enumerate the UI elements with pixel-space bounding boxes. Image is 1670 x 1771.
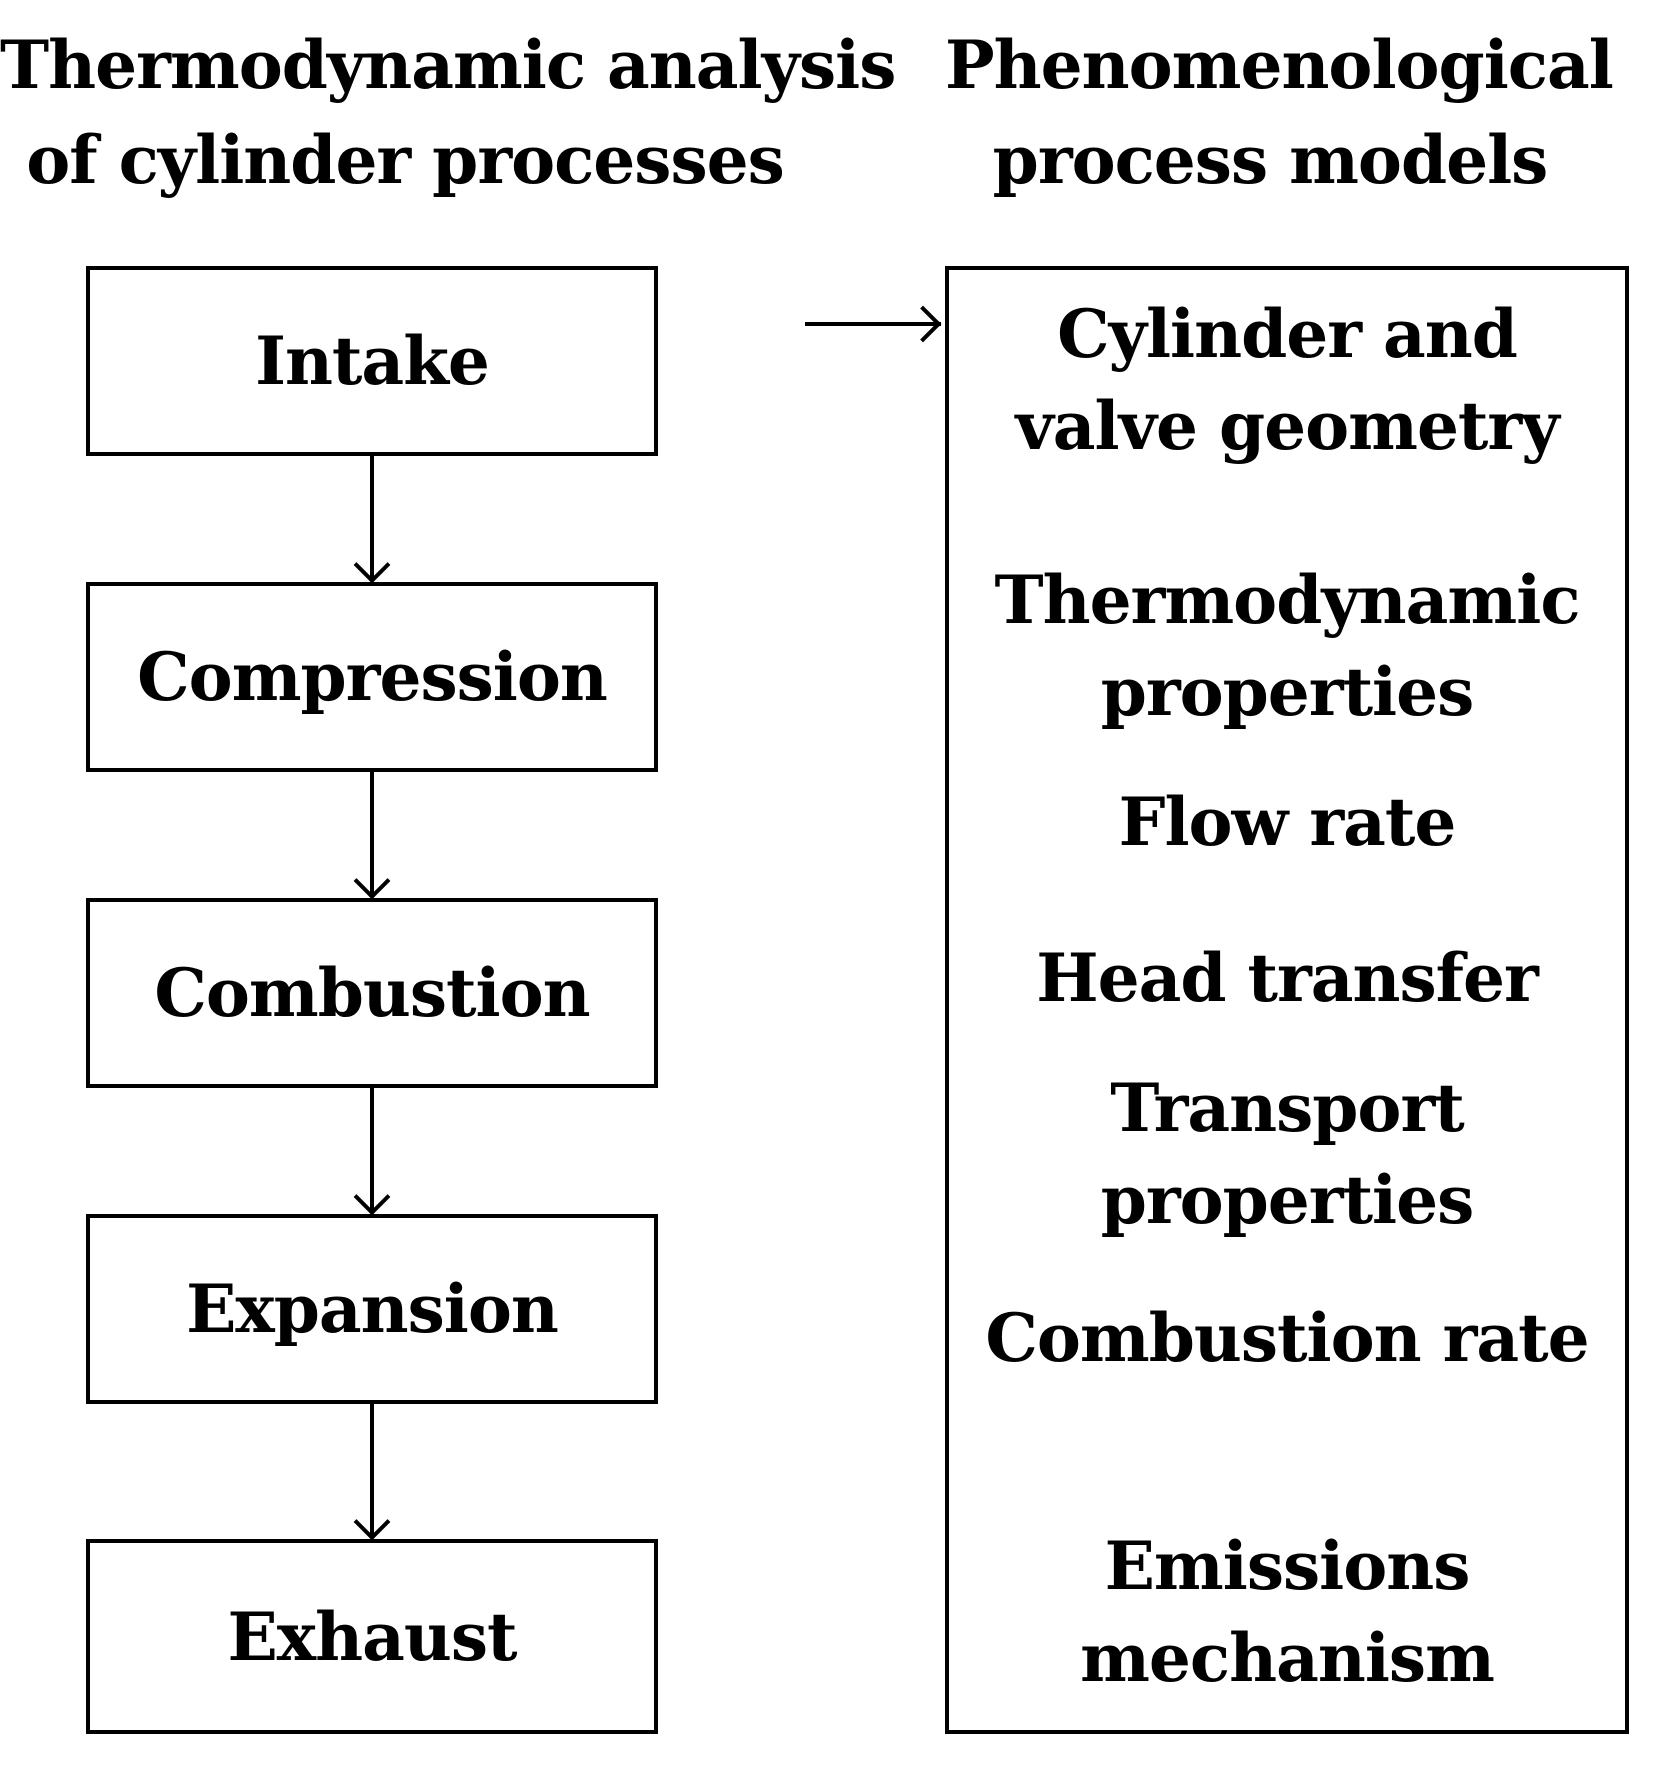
right-heading-line-1: Phenomenological bbox=[945, 26, 1614, 104]
arrow-head-compression-to-combustion bbox=[353, 862, 391, 900]
right-heading-line-2: process models bbox=[992, 121, 1549, 199]
process-box-expansion: Expansion bbox=[86, 1214, 658, 1404]
left-heading-line-1: Thermodynamic analysis bbox=[0, 26, 896, 104]
model-item-flow-rate: Flow rate bbox=[1118, 783, 1457, 861]
model-item-transport-properties: Transport properties bbox=[1100, 1069, 1475, 1239]
model-item-geometry: Cylinder and valve geometry bbox=[1015, 295, 1559, 465]
arrow-head-to-process-models bbox=[904, 305, 942, 343]
process-box-intake: Intake bbox=[86, 266, 658, 456]
arrow-head-combustion-to-expansion bbox=[353, 1178, 391, 1216]
arrow-head-expansion-to-exhaust bbox=[353, 1503, 391, 1541]
arrow-intake-to-compression bbox=[370, 456, 374, 578]
process-box-exhaust: Exhaust bbox=[86, 1539, 658, 1734]
left-column-heading: Thermodynamic analysis of cylinder proce… bbox=[0, 18, 896, 208]
process-models-box: Cylinder and valve geometry Thermodynami… bbox=[945, 266, 1629, 1734]
process-box-combustion: Combustion bbox=[86, 898, 658, 1088]
arrow-expansion-to-exhaust bbox=[370, 1404, 374, 1535]
process-box-compression: Compression bbox=[86, 582, 658, 772]
arrow-combustion-to-expansion bbox=[370, 1088, 374, 1210]
model-item-combustion-rate: Combustion rate bbox=[985, 1299, 1589, 1377]
model-item-head-transfer: Head transfer bbox=[1036, 939, 1539, 1017]
arrow-head-intake-to-compression bbox=[353, 546, 391, 584]
arrow-compression-to-combustion bbox=[370, 772, 374, 894]
left-heading-line-2: of cylinder processes bbox=[26, 121, 785, 199]
model-item-emissions-mechanism: Emissions mechanism bbox=[1080, 1527, 1495, 1697]
arrow-to-process-models bbox=[805, 322, 941, 326]
model-item-thermodynamic-properties: Thermodynamic properties bbox=[994, 561, 1580, 731]
right-column-heading: Phenomenological process models bbox=[945, 18, 1614, 208]
